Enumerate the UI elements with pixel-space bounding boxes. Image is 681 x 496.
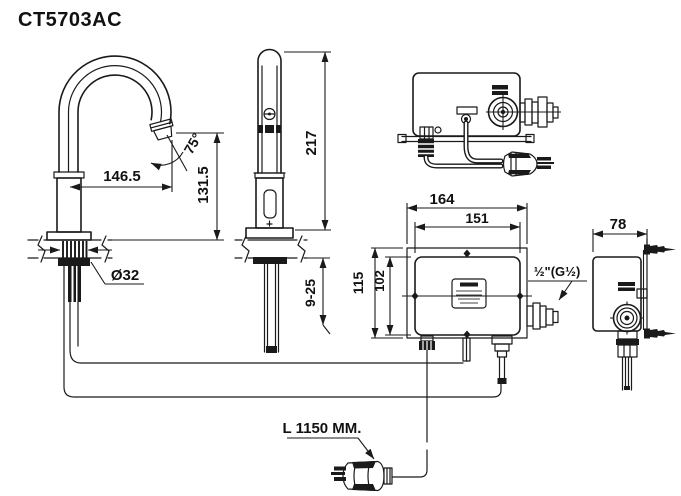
control-box-pictorial <box>397 72 561 177</box>
deck-thickness-label: 9-25 <box>302 279 318 307</box>
supply-hose <box>63 265 502 398</box>
box-inner-width-label: 151 <box>465 210 489 226</box>
deck-hole-label: Ø32 <box>111 267 139 284</box>
box-outer-height-label: 115 <box>350 271 366 294</box>
box-inner-height-label: 102 <box>372 270 387 292</box>
cord-length-label: L 1150 MM. <box>283 420 362 437</box>
dim-water-connection: ½"(G½) <box>528 264 587 301</box>
box-depth-label: 78 <box>610 216 627 233</box>
dim-total-height: 217 <box>284 51 331 231</box>
dim-box-depth: 78 <box>592 216 648 252</box>
inlet-fitting-pictorial <box>519 96 559 128</box>
dim-box-outer-height: 115 <box>350 247 403 339</box>
dim-box-inner-width: 151 <box>414 210 521 253</box>
dim-cord-length: L 1150 MM. <box>283 420 375 460</box>
sensor-connector-pictorial <box>418 126 434 157</box>
dim-box-inner-height: 102 <box>372 256 411 336</box>
dim-spout-reach: 146.5 <box>69 140 173 192</box>
hose-and-cable-routing <box>63 265 502 478</box>
side-view-outlet-fitting <box>616 330 639 391</box>
spout-nozzle <box>149 118 174 141</box>
sensor-cable <box>69 301 464 364</box>
power-cord <box>391 349 428 478</box>
spout-height-label: 131.5 <box>195 166 212 204</box>
side-view-faucet <box>234 48 308 353</box>
control-box-front-view <box>402 247 559 384</box>
box-outer-width-label: 164 <box>429 191 455 208</box>
valve-dial-pictorial <box>486 95 561 130</box>
dim-box-outer-width: 164 <box>406 191 528 244</box>
water-connection-label: ½"(G½) <box>534 264 581 279</box>
power-plug <box>331 460 393 492</box>
countertop-side <box>234 235 308 263</box>
box-bottom-connections <box>419 335 513 384</box>
control-box-side-view <box>592 238 676 391</box>
spout-reach-label: 146.5 <box>103 168 141 185</box>
dim-deck-hole: Ø32 <box>38 246 144 285</box>
front-view-faucet <box>27 55 174 347</box>
threaded-shank-front <box>58 241 90 347</box>
total-height-label: 217 <box>303 130 320 155</box>
dim-spout-height: 131.5 <box>112 132 224 241</box>
water-connection-fitting <box>526 302 559 330</box>
product-label-sticker <box>451 278 487 309</box>
model-number: CT5703AC <box>18 9 122 31</box>
dim-deck-thickness: 9-25 <box>302 257 331 335</box>
power-plug-pictorial <box>502 151 554 177</box>
